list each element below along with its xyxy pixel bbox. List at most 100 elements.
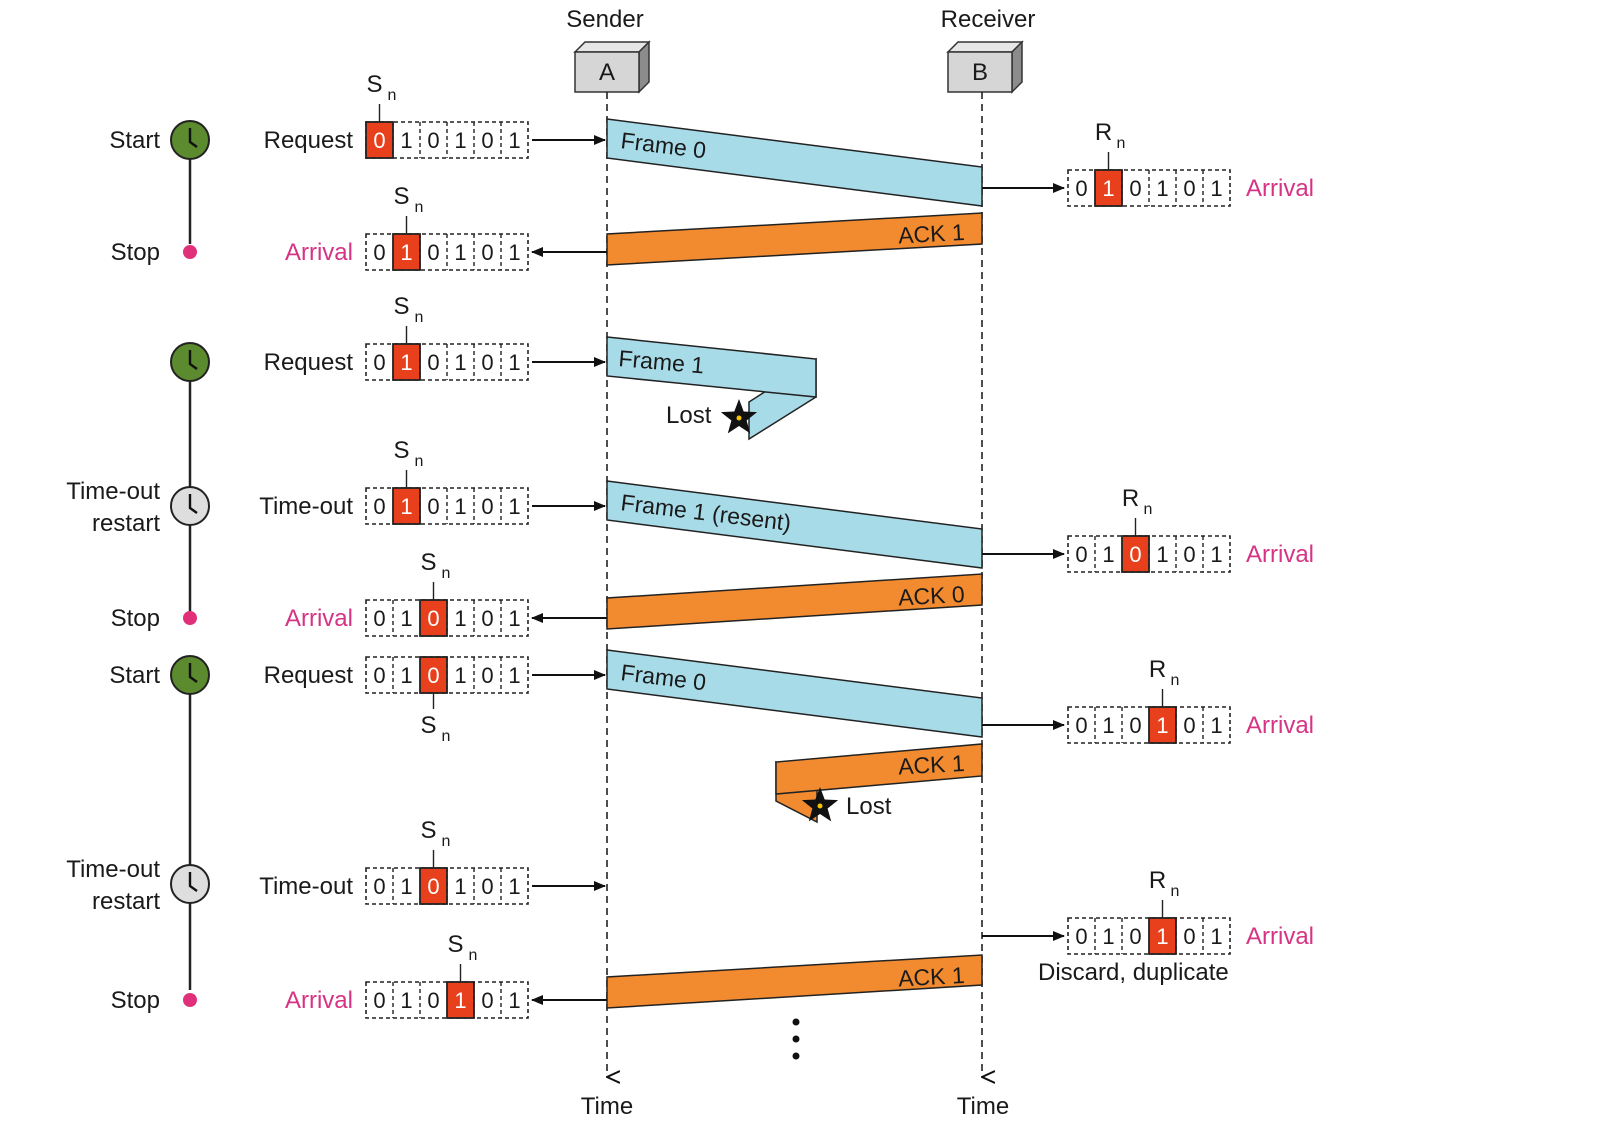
sender-event-label: Request [264, 349, 354, 376]
receiver-arrival-label: Arrival [1246, 712, 1314, 739]
window-bit: 1 [400, 128, 412, 153]
window-bit: 1 [400, 350, 412, 375]
receiver-time-label: Time [957, 1093, 1009, 1120]
sender-event-label: Arrival [285, 239, 353, 266]
window-highlight-cell [1148, 706, 1177, 744]
sender-title: Sender [566, 6, 643, 33]
window-bit: 0 [1075, 713, 1087, 738]
window-bit: 0 [427, 494, 439, 519]
pointer-label-subscript: n [415, 453, 424, 470]
window-bit: 0 [427, 663, 439, 688]
sender-time-label: Time [581, 1093, 633, 1120]
window-bit: 0 [481, 494, 493, 519]
window-bit: 1 [508, 240, 520, 265]
window-bit: 1 [1156, 176, 1168, 201]
frame-band [606, 118, 983, 207]
sender-event-label: Arrival [285, 605, 353, 632]
window-bit: 1 [1156, 713, 1168, 738]
timer-label-line1: Time-out [66, 856, 160, 883]
sender-node-label: A [599, 59, 615, 86]
window-bit: 0 [373, 128, 385, 153]
window-bit: 0 [373, 874, 385, 899]
pointer-label: S [393, 437, 409, 464]
pointer-label: R [1122, 485, 1139, 512]
window-bit: 0 [373, 240, 385, 265]
timer-label-line2: restart [92, 510, 160, 537]
window-bit: 1 [1102, 542, 1114, 567]
window-bit: 1 [1210, 924, 1222, 949]
frame-band [606, 480, 983, 569]
timer-label-line2: restart [92, 888, 160, 915]
window-bit: 1 [508, 988, 520, 1013]
continuation-ellipsis [792, 1018, 800, 1060]
window-bit: 0 [427, 874, 439, 899]
window-bit: 1 [454, 663, 466, 688]
window-bit: 1 [508, 874, 520, 899]
window-bit: 1 [400, 494, 412, 519]
sender-node-box: A [573, 40, 651, 94]
receiver-arrival-label: Arrival [1246, 175, 1314, 202]
window-bit: 0 [1183, 176, 1195, 201]
window-bit: 1 [508, 350, 520, 375]
pointer-label: R [1149, 867, 1166, 894]
window-bit: 0 [427, 128, 439, 153]
lost-frame-band [606, 336, 817, 398]
window-bit: 1 [454, 606, 466, 631]
stop-dot [183, 245, 197, 259]
lost-star-center [736, 415, 742, 421]
pointer-label: R [1149, 656, 1166, 683]
pointer-label: S [420, 817, 436, 844]
discard-label: Discard, duplicate [1038, 959, 1229, 986]
window-bit: 0 [1129, 713, 1141, 738]
clock-hands [188, 494, 198, 514]
window-bit: 1 [400, 988, 412, 1013]
clock-hands [188, 128, 198, 148]
timer-label: Start [109, 662, 160, 689]
lost-ack-band [775, 743, 983, 795]
pointer-label-subscript: n [415, 309, 424, 326]
window-bit: 1 [1210, 713, 1222, 738]
window-highlight-cell [392, 343, 421, 381]
window-bit: 1 [454, 494, 466, 519]
timers-layer: StartStopTime-outrestartStopStartTime-ou… [66, 120, 210, 1014]
receiver-arrival-label: Arrival [1246, 541, 1314, 568]
lost-label: Lost [666, 402, 712, 429]
window-bit: 0 [1183, 542, 1195, 567]
clock-hands [188, 663, 198, 683]
window-bit: 0 [427, 606, 439, 631]
ack-band [606, 573, 983, 630]
timer-5: Stop [111, 605, 197, 632]
window-bit: 0 [1075, 176, 1087, 201]
window-bit: 0 [1075, 924, 1087, 949]
receiver-title: Receiver [941, 6, 1036, 33]
window-bit: 1 [1102, 713, 1114, 738]
pointer-label: R [1095, 119, 1112, 146]
window-bit: 0 [373, 350, 385, 375]
window-bit: 1 [400, 240, 412, 265]
window-bit: 0 [1129, 176, 1141, 201]
window-bit: 1 [400, 874, 412, 899]
window-bit: 0 [481, 988, 493, 1013]
window-bit: 0 [373, 663, 385, 688]
window-bit: 1 [454, 128, 466, 153]
lost-star-icon [720, 399, 758, 434]
window-bit: 0 [1183, 924, 1195, 949]
